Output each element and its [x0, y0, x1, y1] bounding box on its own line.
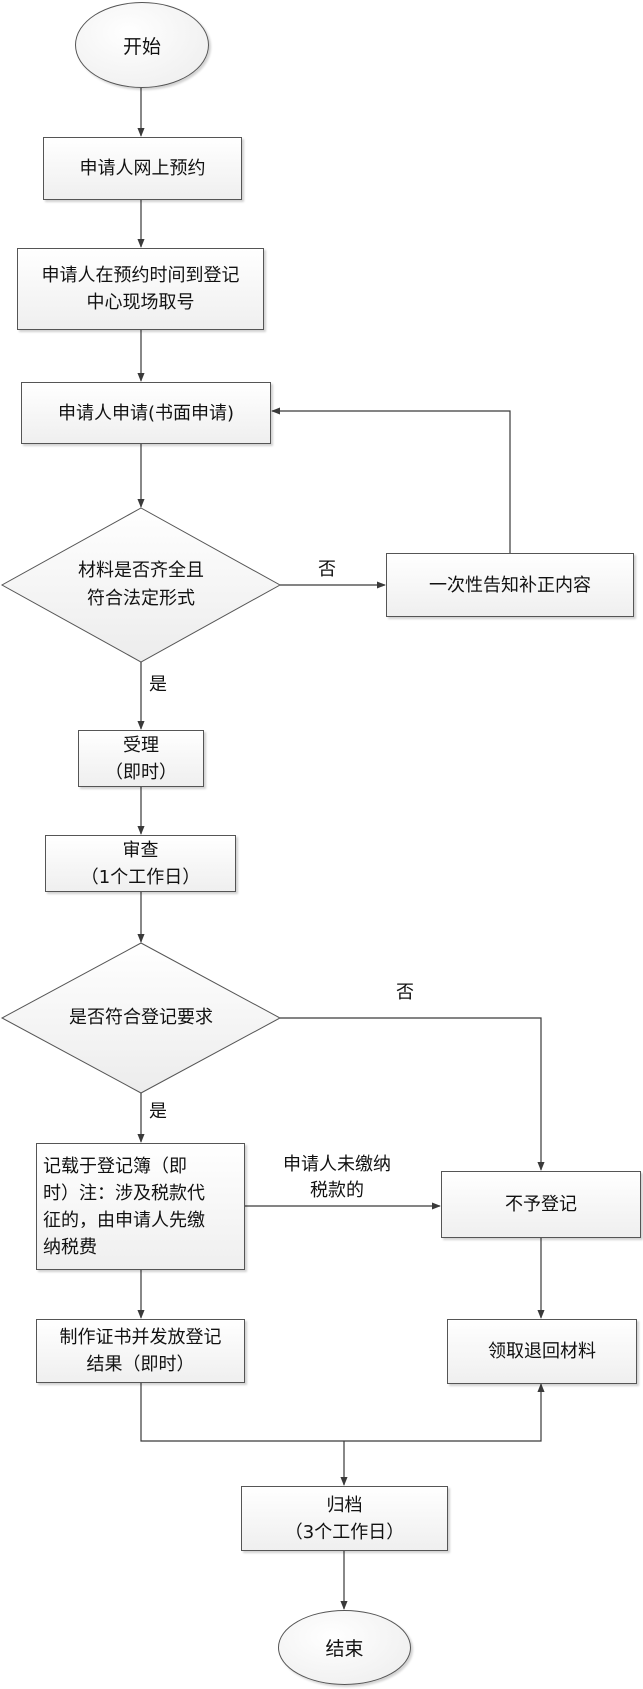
- no-label-register: 否: [396, 982, 414, 1003]
- yes-label-register: 是: [149, 1101, 167, 1122]
- online-reservation-label: 申请人网上预约: [79, 158, 206, 179]
- collect-materials-label: 领取退回材料: [488, 1341, 596, 1362]
- materials-decision-text: 材料是否齐全且 符合法定形式: [40, 557, 242, 613]
- arrow-certificate-to-return: [140, 1383, 545, 1442]
- take-number-line-1: 申请人在预约时间到登记: [41, 265, 240, 286]
- collect-materials-step: 领取退回材料: [447, 1319, 637, 1384]
- take-number-line-2: 中心现场取号: [86, 292, 195, 313]
- record-line-1: 记载于登记簿（即: [43, 1155, 187, 1177]
- archive-line-2: （3个工作日）: [284, 1521, 405, 1543]
- acceptance-line-1: 受理: [123, 734, 159, 756]
- start-terminal: 开始: [75, 2, 209, 88]
- end-terminal: 结束: [278, 1610, 411, 1685]
- register-decision-label: 是否符合登记要求: [69, 1007, 213, 1028]
- review-line-1: 审查: [122, 839, 159, 861]
- certificate-line-1: 制作证书并发放登记: [59, 1327, 222, 1348]
- issue-certificate-step: 制作证书并发放登记 结果（即时）: [36, 1319, 245, 1383]
- unpaid-tax-line-2: 税款的: [310, 1180, 364, 1201]
- review-step: 审查 （1个工作日）: [45, 835, 236, 892]
- record-in-register-step: 记载于登记簿（即 时）注：涉及税款代 征的，由申请人先缴 纳税费: [36, 1143, 245, 1270]
- notify-correction-step: 一次性告知补正内容: [386, 553, 634, 617]
- record-line-3: 征的，由申请人先缴: [43, 1209, 205, 1231]
- no-label-materials: 否: [318, 559, 336, 580]
- unpaid-tax-label: 申请人未缴纳 税款的: [262, 1152, 412, 1204]
- refuse-registration-step: 不予登记: [441, 1171, 641, 1238]
- unpaid-tax-line-1: 申请人未缴纳: [283, 1154, 391, 1175]
- materials-decision-line-1: 材料是否齐全且: [78, 560, 204, 581]
- acceptance-step: 受理 （即时）: [78, 730, 204, 787]
- certificate-line-2: 结果（即时）: [86, 1354, 195, 1375]
- arrow-decision-no-to-reject: [280, 1017, 545, 1171]
- arrow-notify-back-to-apply: [271, 407, 511, 553]
- take-number-step: 申请人在预约时间到登记 中心现场取号: [17, 248, 264, 330]
- refuse-registration-label: 不予登记: [505, 1194, 577, 1215]
- start-label: 开始: [122, 35, 161, 58]
- yes-label-materials: 是: [149, 674, 167, 695]
- register-decision-text: 是否符合登记要求: [40, 1004, 242, 1032]
- archive-step: 归档 （3个工作日）: [241, 1486, 448, 1551]
- notify-correction-label: 一次性告知补正内容: [429, 574, 591, 596]
- written-application-step: 申请人申请(书面申请): [21, 382, 271, 444]
- acceptance-line-2: （即时）: [105, 761, 177, 783]
- online-reservation-step: 申请人网上预约: [43, 137, 242, 200]
- archive-line-1: 归档: [326, 1494, 363, 1516]
- record-line-2: 时）注：涉及税款代: [43, 1182, 205, 1204]
- end-label: 结束: [325, 1638, 364, 1660]
- review-line-2: （1个工作日）: [80, 866, 201, 888]
- materials-decision-line-2: 符合法定形式: [87, 588, 195, 609]
- written-application-label: 申请人申请(书面申请): [57, 402, 235, 424]
- record-line-4: 纳税费: [43, 1236, 97, 1258]
